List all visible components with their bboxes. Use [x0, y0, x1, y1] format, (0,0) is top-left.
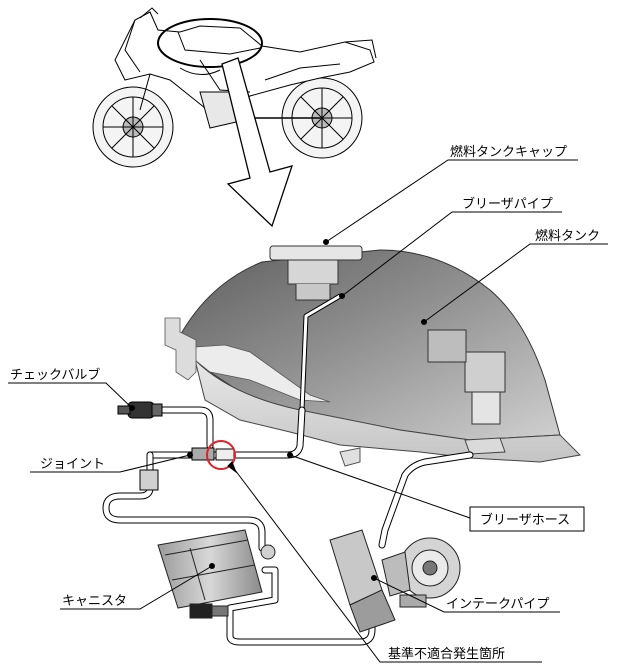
hose-routing [102, 293, 474, 646]
fuel-tank-body [164, 245, 582, 467]
label-breather-pipe: ブリーザパイプ [462, 196, 553, 212]
breather-hose-label-box [469, 506, 585, 532]
label-canister: キャニスタ [62, 594, 127, 609]
label-defect-location: 基準不適合発生箇所 [388, 646, 505, 662]
tank-location-ellipse [157, 18, 263, 68]
defect-highlight-circle [206, 440, 236, 470]
label-check-valve: チェックバルブ [10, 367, 100, 383]
canister-part [157, 529, 276, 619]
leader-lines [8, 159, 608, 663]
label-breather-hose: ブリーザホース [480, 512, 570, 528]
check-valve-part [117, 401, 163, 419]
label-intake-pipe: インテークパイプ [446, 597, 549, 612]
label-fuel-tank: 燃料タンク [535, 228, 600, 244]
label-joint: ジョイント [40, 457, 105, 472]
intake-pipe-part [329, 529, 461, 633]
zoom-arrow [221, 57, 294, 228]
label-fuel-tank-cap: 燃料タンクキャップ [450, 144, 567, 160]
